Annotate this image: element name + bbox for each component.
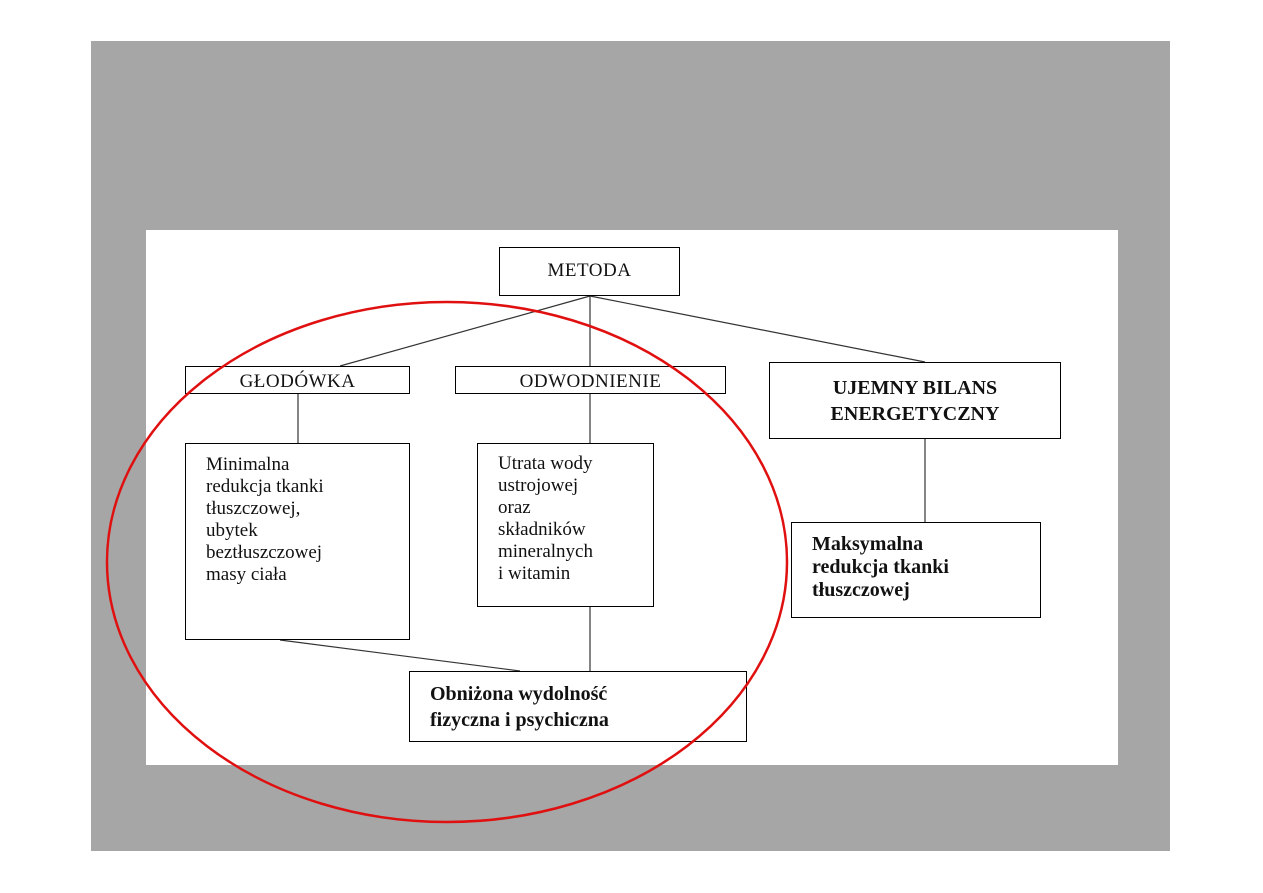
effect-line: Minimalna [206, 454, 290, 475]
effect-line: tłuszczowej [812, 579, 910, 601]
effect-line: mineralnych [498, 541, 593, 562]
node-minimalna-redukcja: Minimalna redukcja tkanki tłuszczowej, u… [185, 443, 410, 640]
node-odwodnienie-label: ODWODNIENIE [519, 371, 662, 392]
outcome-line: Obniżona wydolność [430, 683, 608, 705]
node-metoda: METODA [499, 247, 680, 296]
node-glodowka: GŁODÓWKA [185, 366, 410, 394]
effect-line: składników [498, 519, 586, 540]
effect-line: oraz [498, 497, 531, 518]
effect-line: redukcja tkanki [206, 476, 324, 497]
effect-line: masy ciała [206, 564, 287, 585]
node-maksymalna-redukcja: Maksymalna redukcja tkanki tłuszczowej [791, 522, 1041, 618]
node-utrata-wody: Utrata wody ustrojowej oraz składników m… [477, 443, 654, 607]
outcome-line: fizyczna i psychiczna [430, 709, 609, 731]
node-ujemny-line-2: ENERGETYCZNY [830, 403, 1000, 425]
effect-line: tłuszczowej, [206, 498, 301, 519]
effect-line: ubytek [206, 520, 258, 541]
effect-line: Utrata wody [498, 453, 593, 474]
effect-line: redukcja tkanki [812, 556, 949, 578]
node-obnizona-wydolnosc: Obniżona wydolność fizyczna i psychiczna [409, 671, 747, 742]
effect-line: Maksymalna [812, 533, 924, 555]
node-ujemny-bilans: UJEMNY BILANS ENERGETYCZNY [769, 362, 1061, 439]
node-metoda-label: METODA [547, 260, 632, 281]
node-glodowka-label: GŁODÓWKA [239, 371, 356, 392]
effect-line: i witamin [498, 563, 571, 584]
effect-line: beztłuszczowej [206, 542, 323, 563]
effect-line: ustrojowej [498, 475, 579, 496]
node-odwodnienie: ODWODNIENIE [455, 366, 726, 394]
node-ujemny-line-1: UJEMNY BILANS [832, 377, 998, 399]
